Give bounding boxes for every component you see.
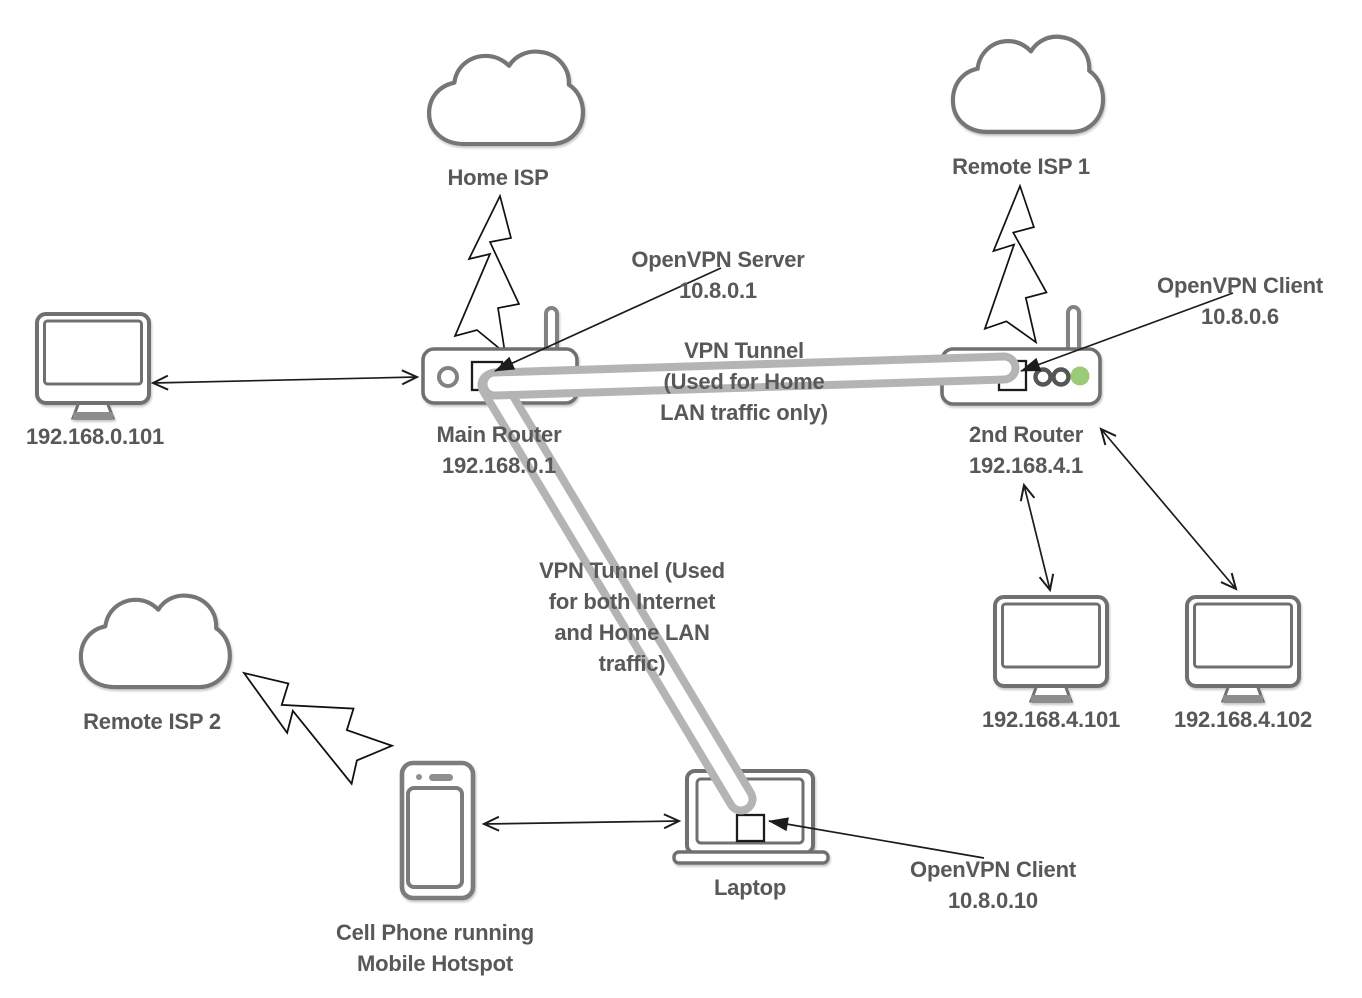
phone-speaker (429, 774, 453, 781)
phone-camera-dot (416, 774, 422, 780)
remote-isp-1-cloud (950, 34, 1106, 135)
remote-isp-1-bolt (983, 183, 1048, 345)
second-router-led-1 (1033, 367, 1053, 387)
remote-computer-2-label: 192.168.4.102 (1173, 707, 1313, 732)
vpn-tunnel-internet-and-lan-tube (477, 369, 757, 815)
cell-phone-label: Cell Phone running Mobile Hotspot (335, 920, 535, 976)
openvpn-server-label: OpenVPN Server 10.8.0.1 (631, 247, 805, 303)
arrow-phone-laptop (481, 813, 682, 832)
arrow-openvpn-client-to-laptop-port (768, 817, 985, 859)
openvpn-client-router-label: OpenVPN Client 10.8.0.6 (1157, 273, 1323, 329)
second-router-label: 2nd Router 192.168.4.1 (968, 422, 1084, 478)
monitor-192-168-4-102 (1185, 595, 1301, 703)
home-computer-label: 192.168.0.101 (25, 424, 165, 449)
remote-computer-1-label: 192.168.4.101 (981, 707, 1121, 732)
remote-isp-2-label: Remote ISP 2 (83, 709, 221, 734)
second-router-led-green (1070, 366, 1090, 386)
main-router-label: Main Router 192.168.0.1 (436, 422, 562, 478)
remote-isp-2-bolt (241, 671, 395, 786)
monitor-192-168-4-101 (993, 595, 1109, 703)
vpn-tunnel-home-lan-label: VPN Tunnel (Used for Home LAN traffic on… (660, 338, 828, 425)
arrow-openvpn-client-to-second-router-port (1020, 292, 1234, 372)
arrow-second-router-computer-4-102 (1099, 427, 1238, 591)
arrow-home-computer-main-router (150, 369, 420, 391)
openvpn-client-laptop-label: OpenVPN Client 10.8.0.10 (910, 857, 1076, 913)
cell-phone-shape (399, 760, 476, 901)
main-router-led (437, 366, 459, 388)
monitor-192-168-0-101 (35, 312, 151, 420)
remote-isp-2-cloud (78, 593, 232, 690)
home-isp-bolt (453, 193, 521, 356)
vpn-tunnel-home-lan-tube (479, 352, 1020, 400)
second-router-led-2 (1051, 367, 1071, 387)
home-isp-cloud (426, 49, 586, 147)
vpn-tunnel-internet-and-lan-label: VPN Tunnel (Used for both Internet and H… (539, 558, 725, 676)
phone-screen (406, 786, 464, 889)
home-isp-label: Home ISP (447, 165, 549, 190)
laptop-label: Laptop (713, 875, 787, 900)
laptop-shape (672, 769, 830, 865)
laptop-port (735, 813, 766, 843)
arrow-openvpn-server-to-port (494, 267, 722, 372)
remote-isp-1-label: Remote ISP 1 (952, 154, 1090, 179)
arrow-second-router-computer-4-101 (1019, 482, 1055, 593)
